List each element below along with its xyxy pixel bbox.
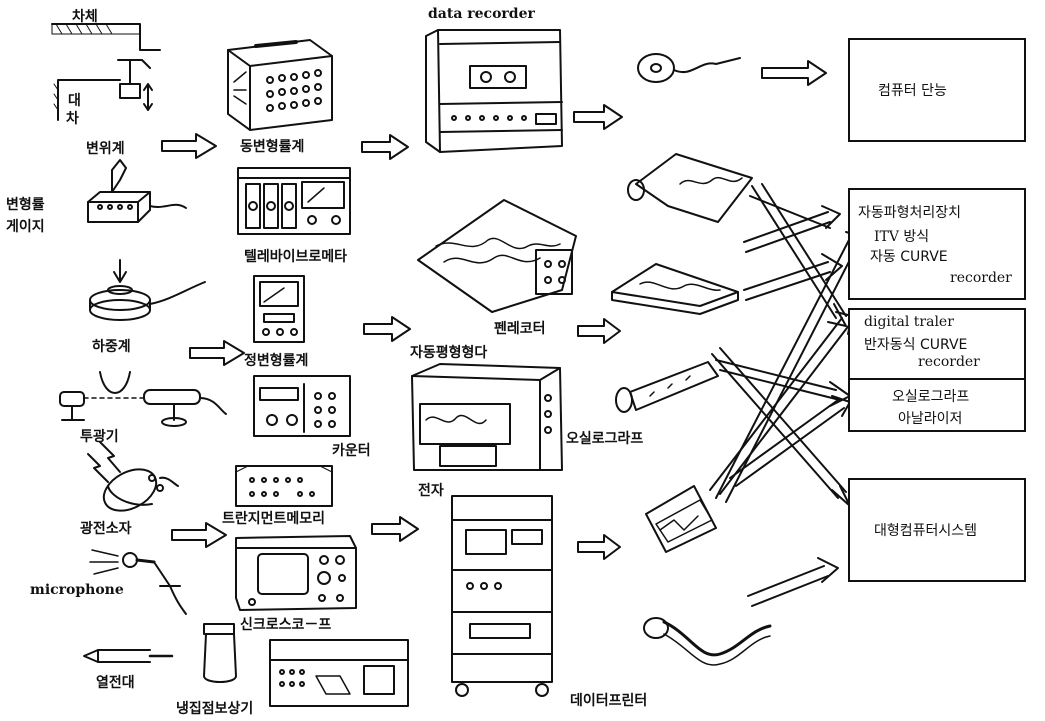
telemeter-sketch [238,168,350,234]
counter-sketch [254,376,350,436]
label-vehicle-body: 차체 [72,6,98,26]
oscillograph-sketch [412,364,562,470]
arrow-pen-to-paper [578,319,620,343]
diagonal-arrows [710,184,860,606]
label-auto-balance: 자동평형형다 [410,342,487,362]
label-oscillograph: 오실로그라프 [566,428,643,448]
osc-analyzer-line2: 아날라이저 [898,408,962,428]
label-static-strain: 정변형률계 [244,350,308,370]
arrow-sensors-to-static [190,341,244,365]
label-strain-gauge-2: 게이지 [6,216,45,236]
label-cryo-compensator: 냉집점보상기 [176,698,253,718]
large-computer-box: 대형컴퓨터시스템 [848,478,1026,582]
digital-tracer-line1: digital traler [864,314,954,330]
label-bogie-1: 대 [68,90,81,110]
digital-tracer-line2: 반자동식 CURVE [864,334,967,354]
label-strain-gauge-1: 변형률 [6,194,45,214]
thermocouple-sketch [84,650,172,662]
cryo-compensator-sketch [204,624,408,706]
arrow-tape-to-computer [762,61,826,85]
light-projector-sketch [60,372,226,426]
load-cell-sketch [90,260,205,320]
label-electronic: 전자 [418,480,444,500]
digital-tracer-line3: recorder [918,354,980,370]
computer-only-box: 컴퓨터 단능 [848,38,1026,142]
label-microphone: microphone [30,582,124,598]
auto-waveform-box: 자동파형처리장치 ITV 방식 자동 CURVE recorder [848,188,1026,300]
label-light-projector: 투광기 [80,426,119,446]
punched-tape-sketch [644,618,770,665]
synchroscope-sketch [236,536,356,610]
arrow-instruments-to-pen [364,317,410,341]
photo-element-sketch [88,442,178,519]
auto-waveform-title: 자동파형처리장치 [858,202,961,222]
arrow-recorder-to-tape [574,105,622,129]
label-pen-recorder: 펜레코터 [494,318,546,338]
data-recorder-sketch [426,30,562,152]
arrow-printer-to-sheet [578,535,620,559]
osc-analyzer-line1: 오실로그라프 [892,386,969,406]
label-counter: 카운터 [332,440,371,460]
auto-waveform-line2: 자동 CURVE [870,246,948,266]
pen-recorder-sketch [418,200,576,312]
static-strain-meter-sketch [254,276,304,342]
computer-only-label: 컴퓨터 단능 [878,80,947,100]
label-load-cell: 하중계 [92,336,131,356]
auto-waveform-line1: ITV 방식 [874,226,929,246]
fan-fold-paper-sketch [612,264,738,314]
label-photo-element: 광전소자 [80,518,132,538]
dynamic-strain-meter-sketch [228,40,332,130]
label-synchroscope: 신크로스코－프 [240,614,331,634]
arrow-sensors-to-memory [172,523,226,547]
arrow-sensors-to-strain [162,134,216,158]
label-transient-memory: 트란지먼트메모리 [222,508,325,528]
label-telemeter: 텔레바이브로메타 [244,246,347,266]
arrow-memory-to-printer [372,517,418,541]
printout-sheet-sketch [646,486,716,552]
digital-tracer-box: digital traler 반자동식 CURVE recorder [848,308,1026,380]
paper-chart-scroll-sketch [628,154,752,222]
label-displacement-gauge: 변위계 [86,138,125,158]
label-data-printer: 데이터프린터 [570,690,647,710]
transient-memory-sketch [236,466,332,506]
large-computer-label: 대형컴퓨터시스템 [874,520,977,540]
strain-gauge-sketch [88,160,186,222]
auto-waveform-line3: recorder [950,270,1012,286]
tape-reel-sketch [638,54,740,82]
label-thermocouple: 열전대 [96,672,135,692]
arrow-instruments-to-recorder [362,135,408,159]
label-data-recorder: data recorder [428,6,535,22]
osc-analyzer-box: 오실로그라프 아날라이저 [848,378,1026,432]
label-bogie-2: 차 [66,108,79,128]
data-printer-sketch [452,496,552,696]
oscillograph-paper-sketch [616,362,718,412]
label-dynamic-strain: 동변형률계 [240,136,304,156]
